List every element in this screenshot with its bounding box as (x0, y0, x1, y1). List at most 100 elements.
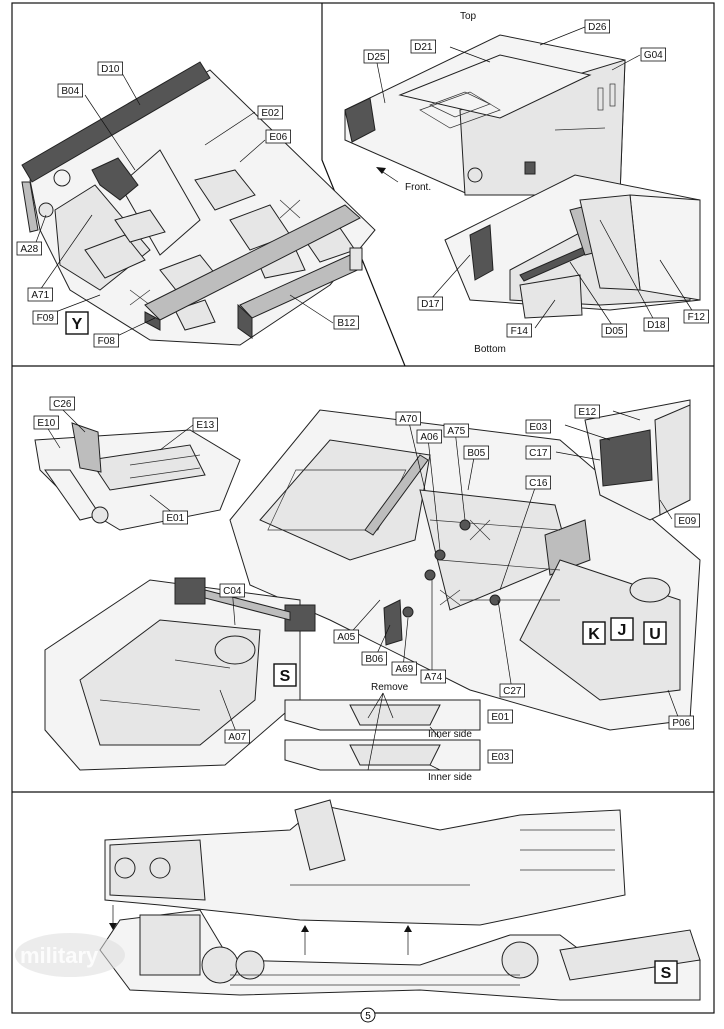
callout-e10-text: E10 (37, 418, 55, 429)
detail-label-e01-text: E01 (491, 712, 509, 723)
callout-f08: F08 (93, 333, 120, 348)
subassembly-k-tag-text: K (588, 626, 600, 643)
callout-a74-text: A74 (424, 672, 442, 683)
callout-a74: A74 (420, 669, 447, 684)
divider-diagonal (321, 3, 406, 367)
callout-a69: A69 (391, 661, 418, 676)
callout-c17: C17 (525, 445, 552, 460)
callout-a69-text: A69 (395, 664, 413, 675)
callout-d25-text: D25 (367, 52, 386, 63)
panel-b-bottom-label: Bottom (474, 344, 506, 355)
callout-b05-text: B05 (467, 448, 485, 459)
subassembly-u-tag-text: U (649, 626, 661, 643)
subassembly-y-tag: Y (65, 311, 89, 335)
callout-d17-text: D17 (421, 299, 440, 310)
callout-f12: F12 (683, 309, 710, 324)
callout-f09-text: F09 (37, 313, 55, 324)
callout-b12-text: B12 (337, 318, 355, 329)
callout-a28-text: A28 (20, 244, 38, 255)
callout-a70-text: A70 (399, 414, 417, 425)
detail-label-e01: E01 (487, 709, 514, 724)
callout-c27-text: C27 (503, 686, 522, 697)
callout-a05-text: A05 (337, 632, 355, 643)
callout-b06-text: B06 (365, 654, 383, 665)
callout-e03-text: E03 (529, 422, 547, 433)
callout-a70: A70 (395, 411, 422, 426)
callout-f12-text: F12 (688, 312, 706, 323)
callout-a06: A06 (416, 429, 443, 444)
panel-b-rear-box (344, 34, 701, 319)
callout-d10: D10 (97, 61, 124, 76)
callout-c04-text: C04 (223, 586, 242, 597)
panel-c-main-chassis (229, 409, 701, 731)
callout-a07-text: A07 (228, 732, 246, 743)
callout-e10: E10 (33, 415, 60, 430)
panel-b-front-arrow (376, 167, 399, 183)
callout-c17-text: C17 (529, 448, 548, 459)
page-number: 5 (360, 1007, 376, 1023)
callout-e01-text: E01 (166, 513, 184, 524)
detail-label-e03-text: E03 (491, 752, 509, 763)
callout-d25: D25 (363, 49, 390, 64)
callout-e09-text: E09 (678, 516, 696, 527)
panel-d-lower-chassis (99, 909, 701, 1001)
callout-a71: A71 (27, 287, 54, 302)
callout-c26-text: C26 (53, 399, 72, 410)
subassembly-k-tag: K (582, 621, 606, 645)
subassembly-u-tag: U (643, 621, 667, 645)
detail-label-e03: E03 (487, 749, 514, 764)
subassembly-j-tag: J (610, 617, 634, 641)
subassembly-s-tag-side: S (654, 960, 678, 984)
callout-e09: E09 (674, 513, 701, 528)
callout-b06: B06 (361, 651, 388, 666)
panel-d-upper-frame (104, 799, 626, 926)
callout-d18-text: D18 (647, 320, 666, 331)
callout-a71-text: A71 (31, 290, 49, 301)
panel-d-alignment-arrows (109, 905, 412, 955)
callout-e13-text: E13 (196, 420, 214, 431)
subassembly-s-tag-side-text: S (661, 965, 672, 982)
callout-e12-text: E12 (578, 407, 596, 418)
callout-c16-text: C16 (529, 478, 548, 489)
callout-f09: F09 (32, 310, 59, 325)
callout-e02-text: E02 (261, 108, 279, 119)
callout-a06-text: A06 (420, 432, 438, 443)
callout-c27: C27 (499, 683, 526, 698)
remove-label: Remove (371, 682, 409, 693)
callout-b04: B04 (57, 83, 84, 98)
callout-f08-text: F08 (98, 336, 116, 347)
panel-c-remove-detail (284, 692, 481, 771)
subassembly-y-tag-text: Y (72, 316, 83, 333)
callout-c16: C16 (525, 475, 552, 490)
callout-f14: F14 (506, 323, 533, 338)
callout-d21: D21 (410, 39, 437, 54)
callout-d10-text: D10 (101, 64, 120, 75)
page-number-text: 5 (365, 1011, 371, 1022)
callout-g04: G04 (640, 47, 667, 62)
callout-e02: E02 (257, 105, 284, 120)
callout-e03: E03 (525, 419, 552, 434)
inner-side-label-1: Inner side (428, 729, 472, 740)
callout-b12: B12 (333, 315, 360, 330)
callout-a05: A05 (333, 629, 360, 644)
callout-d05: D05 (601, 323, 628, 338)
panel-c-small-subassembly (34, 422, 241, 531)
callout-b05: B05 (463, 445, 490, 460)
callout-d26-text: D26 (588, 22, 607, 33)
callout-e06: E06 (265, 129, 292, 144)
callout-c04: C04 (219, 583, 246, 598)
panel-a-floor-assembly (21, 61, 376, 346)
callout-d26: D26 (584, 19, 611, 34)
panel-b-top-label: Top (460, 11, 477, 22)
panel-b-callouts (375, 26, 696, 329)
panel-c-lower-tub (44, 577, 316, 771)
subassembly-s-tag: S (273, 663, 297, 687)
panel-b-front-label: Front. (405, 182, 431, 193)
callout-e13: E13 (192, 417, 219, 432)
callout-p06-text: P06 (672, 718, 690, 729)
callout-d05-text: D05 (605, 326, 624, 337)
callout-a07: A07 (224, 729, 251, 744)
callout-g04-text: G04 (644, 50, 663, 61)
watermark-badge (15, 933, 125, 977)
callout-e01: E01 (162, 510, 189, 525)
